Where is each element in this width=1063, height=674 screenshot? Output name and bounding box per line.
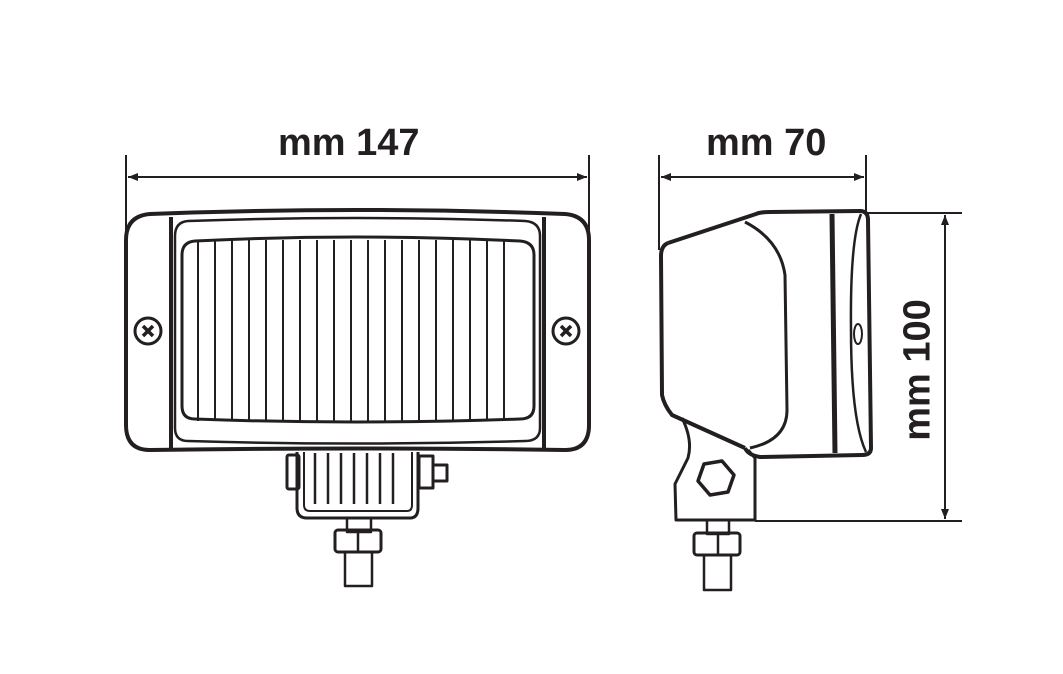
screw-icon	[551, 316, 581, 346]
screw-icon	[133, 316, 163, 346]
lens	[180, 235, 536, 424]
front-view-lamp	[124, 208, 591, 588]
depth-dimension	[658, 155, 867, 250]
hex-nut-icon	[696, 459, 736, 497]
depth-label: mm 70	[706, 122, 827, 164]
width-label: mm 147	[278, 122, 420, 164]
height-label: mm 100	[896, 299, 939, 441]
height-dimension	[755, 212, 962, 522]
side-view-lamp	[659, 209, 873, 592]
